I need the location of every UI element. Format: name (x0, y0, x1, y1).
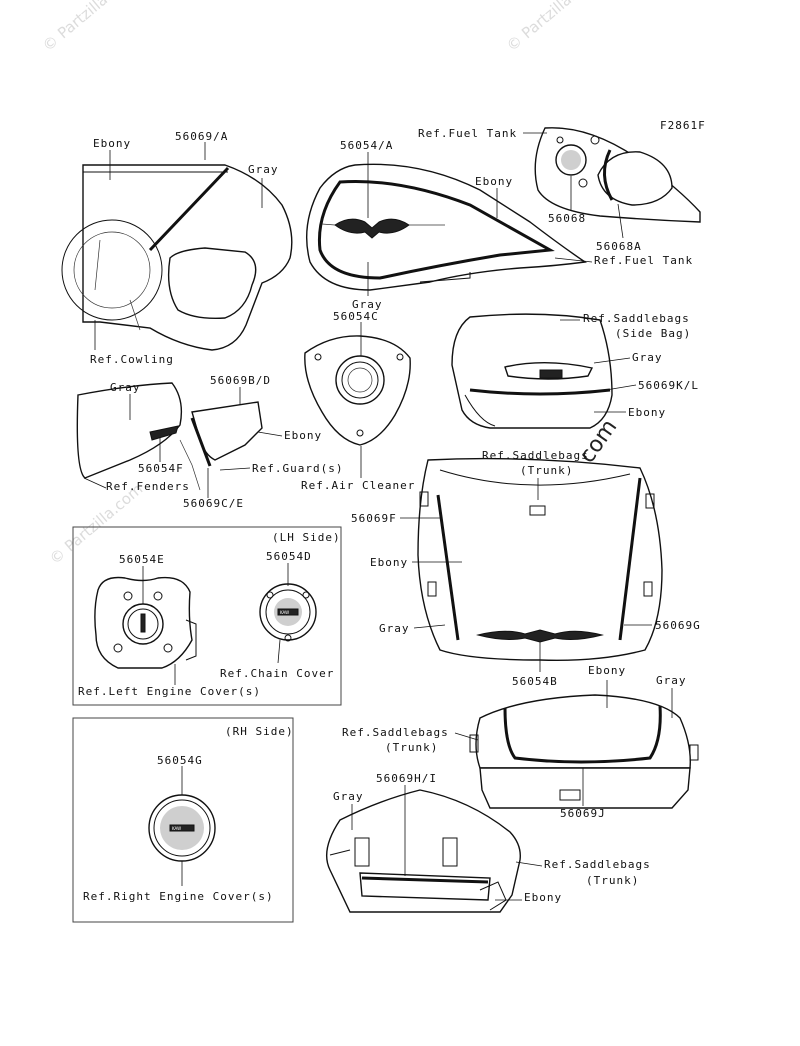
label-56069HI: 56069H/I (376, 772, 437, 785)
label-ref-saddlebags-trunk-3b: (Trunk) (586, 874, 639, 887)
leader-ref-saddlebags-trunk-2 (454, 732, 479, 741)
label-56054D: 56054D (266, 550, 312, 563)
label-gray-sidebag: Gray (632, 351, 663, 364)
label-56068: 56068 (548, 212, 586, 225)
leader-ref-saddlebags-trunk-3 (515, 861, 543, 867)
label-56054A: 56054/A (340, 139, 393, 152)
label-ebony-tank: Ebony (475, 175, 513, 188)
trunk-rear-drawing (469, 694, 699, 809)
label-56069BD: 56069B/D (210, 374, 271, 387)
label-ref-guards: Ref.Guard(s) (252, 462, 343, 475)
leader-ebony-guard (257, 431, 283, 437)
label-gray-tank: Gray (352, 298, 383, 311)
label-56054B: 56054B (512, 675, 558, 688)
leader-ref-guards (219, 467, 251, 471)
label-ebony-guard: Ebony (284, 429, 322, 442)
label-ebony-trunk: Ebony (370, 556, 408, 569)
label-56054G: 56054G (157, 754, 203, 767)
label-56068A: 56068A (596, 240, 642, 253)
label-gray-cowl: Gray (248, 163, 279, 176)
leader-gray-sidebag (593, 357, 631, 364)
left-engine-cover-drawing (94, 576, 197, 669)
label-ref-saddlebags-side-1: Ref.Saddlebags (583, 312, 690, 325)
right-engine-cover-drawing: KAW (148, 794, 216, 862)
label-56069KL: 56069K/L (638, 379, 699, 392)
trunk-side-drawing (326, 789, 521, 913)
label-gray-trunk: Gray (379, 622, 410, 635)
trunk-front-drawing (417, 457, 663, 661)
chain-cover-drawing: KAW (259, 583, 317, 642)
side-bag-drawing (451, 313, 613, 429)
label-ref-air-cleaner: Ref.Air Cleaner (301, 479, 415, 492)
label-ref-saddlebags-side-2: (Side Bag) (615, 327, 691, 340)
label-56069F: 56069F (351, 512, 397, 525)
label-56069CE: 56069C/E (183, 497, 244, 510)
label-56054C: 56054C (333, 310, 379, 323)
label-ref-fuel-tank-2: Ref.Fuel Tank (594, 254, 693, 267)
label-gray-fender: Gray (110, 381, 141, 394)
label-ref-saddlebags-trunk-1: Ref.Saddlebags (482, 449, 589, 462)
label-ref-saddlebags-trunk-3: Ref.Saddlebags (544, 858, 651, 871)
cowling-drawing (61, 164, 293, 351)
right-cover-badge: KAW (172, 826, 181, 831)
label-56069A: 56069/A (175, 130, 228, 143)
label-56054E: 56054E (119, 553, 165, 566)
label-gray-trunk3: Gray (333, 790, 364, 803)
air-cleaner-drawing (304, 335, 411, 446)
label-ebony-top: Ebony (93, 137, 131, 150)
label-ref-chain-cover: Ref.Chain Cover (220, 667, 334, 680)
watermark-top-right: © Partzilla.com (503, 0, 603, 55)
label-ref-right-engine: Ref.Right Engine Cover(s) (83, 890, 274, 903)
label-56069J: 56069J (560, 807, 606, 820)
label-ebony-trunk3: Ebony (524, 891, 562, 904)
label-ref-saddlebags-trunk-1b: (Trunk) (520, 464, 573, 477)
label-ref-saddlebags-trunk-2: Ref.Saddlebags (342, 726, 449, 739)
figure-code: F2861F (660, 119, 706, 132)
label-rh-side: (RH Side) (225, 725, 294, 738)
label-lh-side: (LH Side) (272, 531, 341, 544)
watermark-top-left: © Partzilla.com (39, 0, 139, 55)
rh-side-box (72, 717, 294, 923)
label-ref-saddlebags-trunk-2b: (Trunk) (385, 741, 438, 754)
leader-56068A (617, 203, 624, 239)
label-ref-left-engine: Ref.Left Engine Cover(s) (78, 685, 261, 698)
label-56054F: 56054F (138, 462, 184, 475)
label-ebony-sidebag: Ebony (628, 406, 666, 419)
label-ref-fenders: Ref.Fenders (106, 480, 190, 493)
label-56069G: 56069G (655, 619, 701, 632)
label-ebony-trunk2: Ebony (588, 664, 626, 677)
label-ref-fuel-tank-1: Ref.Fuel Tank (418, 127, 517, 140)
chain-cover-badge: KAW (280, 610, 289, 615)
leader-ref-fuel-tank-2 (554, 257, 593, 263)
label-gray-trunk2: Gray (656, 674, 687, 687)
leader-56069KL (605, 384, 637, 391)
label-ref-cowling: Ref.Cowling (90, 353, 174, 366)
lh-side-box (72, 526, 342, 706)
leader-ref-chain-cover (277, 639, 281, 664)
leader-ref-fenders (83, 477, 107, 489)
fender-guard-drawing (76, 382, 263, 491)
fuel-tank-side-drawing (534, 127, 701, 223)
fuel-tank-drawing (305, 163, 587, 291)
leader-gray-trunk (413, 624, 446, 629)
